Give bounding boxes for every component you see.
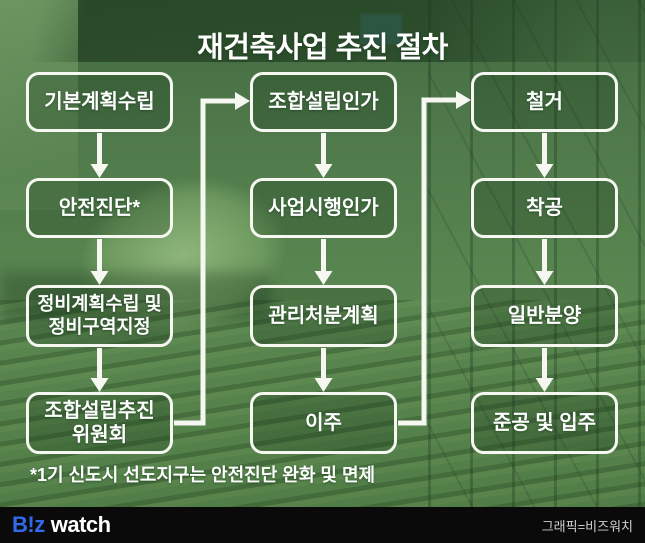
flow-box-union-committee: 조합설립추진 위원회 (26, 392, 173, 454)
background-safety-helmet (18, 120, 348, 391)
flow-box-label: 준공 및 입주 (492, 411, 597, 434)
flow-box-management-disposal-plan: 관리처분계획 (250, 285, 397, 347)
flow-box-label: 착공 (526, 196, 563, 219)
flow-box-label: 철거 (526, 90, 563, 113)
flow-box-label: 정비구역지정 (48, 316, 151, 337)
flow-box-label: 이주 (305, 411, 342, 434)
flow-box-general-sale: 일반분양 (471, 285, 618, 347)
graphic-credit: 그래픽=비즈워치 (541, 518, 633, 534)
flow-box-label: 정비계획수립 및 (37, 293, 162, 315)
flow-box-basic-plan: 기본계획수립 (26, 72, 173, 132)
bizwatch-logo-biz: B!z (12, 512, 45, 537)
flow-box-label: 조합설립추진 (44, 399, 155, 422)
page-title: 재건축사업 추진 절차 (197, 32, 448, 64)
flow-box-label: 조합설립인가 (268, 90, 379, 113)
flow-box-relocation: 이주 (250, 392, 397, 454)
bizwatch-logo-watch: watch (50, 512, 111, 537)
footnote: *1기 신도시 선도지구는 안전진단 완화 및 면제 (30, 465, 376, 485)
flow-box-project-approval: 사업시행인가 (250, 178, 397, 238)
flow-box-safety-inspection: 안전진단* (26, 178, 173, 238)
flow-box-label: 일반분양 (507, 304, 582, 327)
flow-box-label: 위원회 (71, 424, 128, 446)
flow-box-label: 기본계획수립 (44, 90, 155, 113)
flow-box-label: 안전진단* (58, 196, 141, 219)
flow-box-label: 관리처분계획 (268, 304, 379, 327)
flow-box-completion-movein: 준공 및 입주 (471, 392, 618, 454)
flow-box-demolition: 철거 (471, 72, 618, 132)
flow-box-union-approval: 조합설립인가 (250, 72, 397, 132)
flow-box-construction-start: 착공 (471, 178, 618, 238)
flow-box-label: 사업시행인가 (268, 196, 379, 219)
flow-box-maintenance-plan: 정비계획수립 및 정비구역지정 (26, 285, 173, 347)
